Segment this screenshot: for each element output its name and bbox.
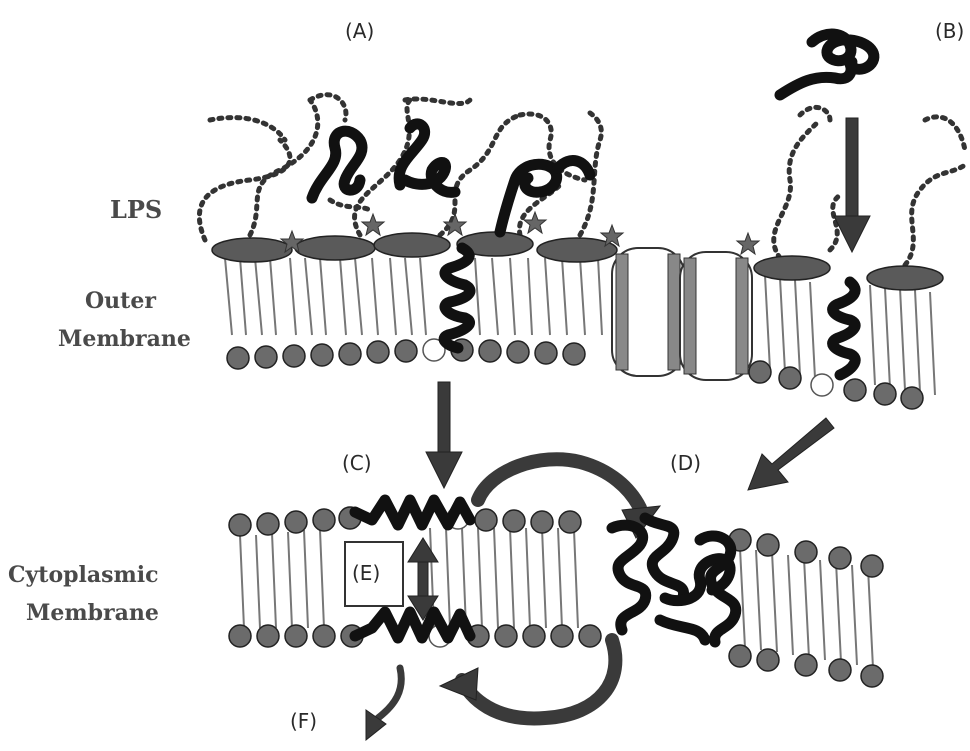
label-c: (C) <box>342 451 372 475</box>
label-e: (E) <box>352 561 380 585</box>
arrow-F <box>366 668 401 740</box>
label-b: (B) <box>935 19 964 43</box>
lps-label: LPS <box>110 195 162 224</box>
peptide-C-bottom <box>355 612 470 638</box>
cytoplasmic-membrane-label-2: Membrane <box>26 600 159 626</box>
embedded-peptide-outer-right <box>833 282 856 375</box>
outer-membrane-label-2: Membrane <box>58 326 191 352</box>
outer-membrane-inner-heads-right <box>749 361 923 409</box>
embedded-peptide-outer-left <box>444 248 470 348</box>
porin-channel <box>612 248 752 380</box>
peptide-C-top <box>355 500 470 525</box>
label-a: (A) <box>345 19 374 43</box>
cyto-membrane-top-heads <box>229 507 883 577</box>
arrow-right-to-D <box>748 418 834 490</box>
outer-membrane-tails-left <box>225 258 602 335</box>
peptide-D-cluster <box>612 518 736 642</box>
curved-arrow-bottom <box>440 640 615 718</box>
outer-membrane-label-1: Outer <box>85 288 156 314</box>
peptide-B <box>780 34 874 95</box>
cyto-membrane-bottom-heads <box>229 625 883 687</box>
cytoplasmic-membrane-label-1: Cytoplasmic <box>8 562 159 588</box>
label-d: (D) <box>670 451 701 475</box>
outer-membrane-inner-heads-left <box>227 339 585 369</box>
arrow-A-to-C <box>426 382 462 488</box>
label-f: (F) <box>290 709 317 733</box>
